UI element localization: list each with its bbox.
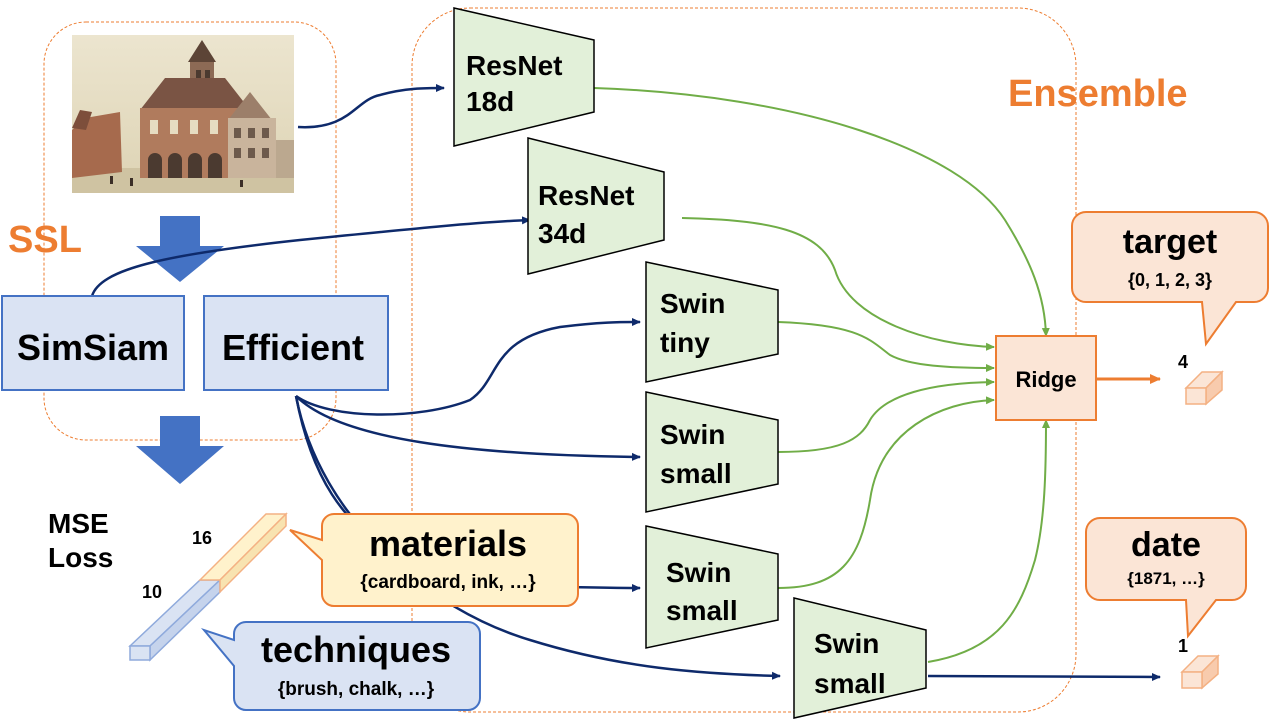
materials-values: {cardboard, ink, …} [360,572,536,593]
connector-swin-small-2-ridge [777,396,995,589]
materials-title: materials [369,523,527,564]
date-callout: date {1871, …} [1085,517,1247,639]
date-values: {1871, …} [1127,569,1205,588]
model-resnet-18d: ResNet 18d [453,7,595,147]
painting-image [72,35,294,193]
efficient-label: Efficient [222,327,364,368]
efficient-box: Efficient [203,295,389,391]
mse-loss-label-line1: MSE [48,508,109,539]
simsiam-label: SimSiam [17,327,169,368]
connector-efficient-swin-small-3 [294,395,781,680]
ensemble-label: Ensemble [1008,73,1188,115]
target-values: {0, 1, 2, 3} [1128,270,1212,290]
connector-painting-resnet18 [297,84,445,129]
date-output-cube [1180,654,1220,690]
model-swin-tiny: Swin tiny [645,261,779,383]
swin-small-1-line2: small [660,458,732,489]
ridge-box: Ridge [995,335,1097,421]
model-swin-small-1: Swin small [645,391,779,513]
swin-small-1-line1: Swin [660,419,725,450]
resnet18-line1: ResNet [466,50,562,81]
target-output-cube [1184,370,1224,406]
swin-small-2-line2: small [666,595,738,626]
swin-small-2-line1: Swin [666,557,731,588]
connector-efficient-swin-small-1 [295,395,641,461]
techniques-callout: techniques {brush, chalk, …} [200,621,481,711]
connector-swin-small-3-ridge [927,419,1050,663]
connector-efficient-swin-tiny [295,318,641,416]
target-dim-label: 4 [1178,352,1188,372]
techniques-values: {brush, chalk, …} [278,679,435,700]
model-swin-small-2: Swin small [645,525,779,649]
model-swin-small-3: Swin small [793,597,927,719]
ridge-label: Ridge [1015,367,1076,392]
date-title: date [1131,526,1201,564]
ssl-label: SSL [8,219,82,261]
techniques-title: techniques [261,629,451,670]
swin-tiny-line1: Swin [660,288,725,319]
connector-swin-small-3-date [927,672,1161,681]
materials-callout: materials {cardboard, ink, …} [289,513,579,607]
connector-swin-tiny-ridge [777,321,995,372]
target-title: target [1123,223,1217,261]
swin-small-3-line2: small [814,668,886,699]
connector-resnet18-ridge [593,87,1050,337]
target-callout: target {0, 1, 2, 3} [1071,211,1269,347]
down-arrow-icon [136,416,224,484]
dim-10-label: 10 [142,582,162,602]
date-dim-label: 1 [1178,636,1188,656]
resnet18-line2: 18d [466,86,514,117]
resnet34-line2: 34d [538,218,586,249]
model-resnet-34d: ResNet 34d [527,137,665,275]
connector-simsiam-resnet34 [90,216,531,297]
simsiam-box: SimSiam [1,295,185,391]
swin-small-3-line1: Swin [814,628,879,659]
mse-loss-label-line2: Loss [48,542,113,573]
connector-resnet34-ridge [681,217,995,351]
dim-16-label: 16 [192,528,212,548]
swin-tiny-line2: tiny [660,327,710,358]
resnet34-line1: ResNet [538,180,634,211]
feature-vector-3d-bar [128,512,288,662]
down-arrow-icon [136,216,224,282]
connector-swin-small-1-ridge [777,378,995,453]
